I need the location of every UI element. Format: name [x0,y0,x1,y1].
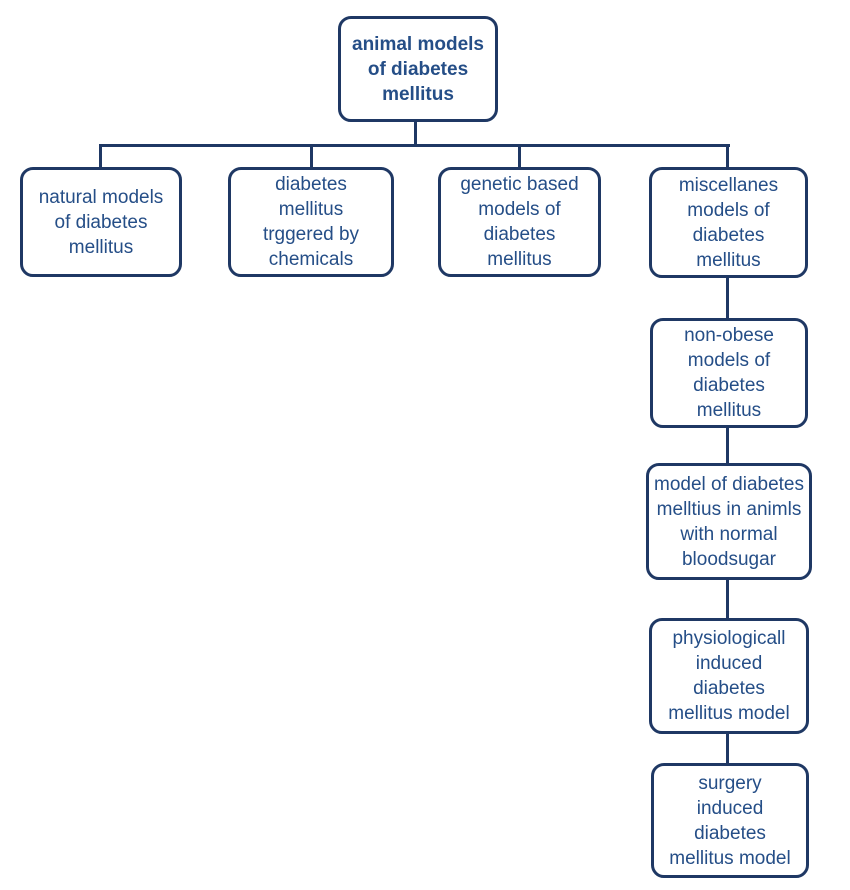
node-label: physiologicall induced diabetes mellitus… [668,628,790,724]
connector-nonobese-to-normal-bloodsugar [726,427,729,464]
node-non-obese: non-obese models of diabetes mellitus [650,318,808,428]
node-label: animal models of diabetes mellitus [352,33,484,105]
node-label: non-obese models of diabetes mellitus [684,325,774,421]
node-genetic-based: genetic based models of diabetes mellitu… [438,167,601,277]
connector-drop-chemical-triggered [310,146,313,168]
connector-root-stub [414,121,417,147]
node-label: diabetes mellitus trggered by chemicals [262,174,360,270]
node-animal-models-root: animal models of diabetes mellitus [338,16,498,122]
connector-misc-to-nonobese [726,277,729,319]
connector-physiological-to-surgery [726,733,729,764]
connector-drop-natural-models [99,146,102,168]
node-chemical-triggered: diabetes mellitus trggered by chemicals [228,167,394,277]
connector-horizontal-rail [99,144,730,147]
connector-drop-miscellaneous [726,146,729,168]
node-label: genetic based models of diabetes mellitu… [460,174,579,270]
node-surgery-induced: surgery induced diabetes mellitus model [651,763,809,878]
node-label: natural models of diabetes mellitus [38,186,164,258]
node-normal-bloodsugar: model of diabetes melltius in animls wit… [646,463,812,580]
connector-normal-bloodsugar-to-physiological [726,579,729,619]
node-label: miscellanes models of diabetes mellitus [678,174,779,271]
node-label: model of diabetes melltius in animls wit… [654,473,804,570]
node-label: surgery induced diabetes mellitus model [669,772,791,869]
node-physiological-induced: physiologicall induced diabetes mellitus… [649,618,809,734]
connector-drop-genetic-based [518,146,521,168]
node-natural-models: natural models of diabetes mellitus [20,167,182,277]
node-miscellaneous: miscellanes models of diabetes mellitus [649,167,808,278]
